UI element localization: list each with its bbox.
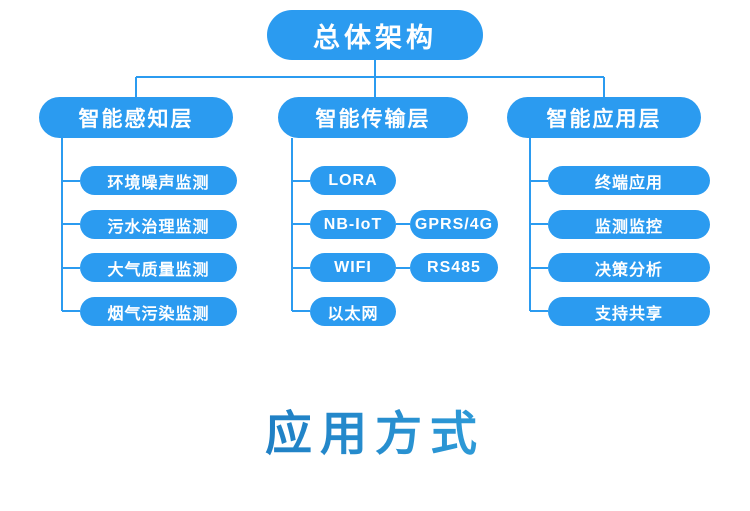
node-transmission-child-3[interactable]: WIFI bbox=[310, 253, 396, 282]
node-layer-application[interactable]: 智能应用层 bbox=[507, 97, 701, 138]
section-heading: 应用方式 bbox=[0, 404, 750, 464]
node-application-child-3[interactable]: 决策分析 bbox=[548, 253, 710, 282]
node-root[interactable]: 总体架构 bbox=[267, 10, 483, 60]
node-perception-child-2[interactable]: 污水治理监测 bbox=[80, 210, 237, 239]
node-transmission-child-2[interactable]: NB-IoT bbox=[310, 210, 396, 239]
node-transmission-sibling-gprs[interactable]: GPRS/4G bbox=[410, 210, 498, 239]
node-application-child-1[interactable]: 终端应用 bbox=[548, 166, 710, 195]
node-layer-transmission[interactable]: 智能传输层 bbox=[278, 97, 468, 138]
node-application-child-4[interactable]: 支持共享 bbox=[548, 297, 710, 326]
node-transmission-child-1[interactable]: LORA bbox=[310, 166, 396, 195]
node-perception-child-4[interactable]: 烟气污染监测 bbox=[80, 297, 237, 326]
node-transmission-child-4[interactable]: 以太网 bbox=[310, 297, 396, 326]
node-transmission-sibling-rs485[interactable]: RS485 bbox=[410, 253, 498, 282]
node-application-child-2[interactable]: 监测监控 bbox=[548, 210, 710, 239]
node-layer-perception[interactable]: 智能感知层 bbox=[39, 97, 233, 138]
node-perception-child-3[interactable]: 大气质量监测 bbox=[80, 253, 237, 282]
node-perception-child-1[interactable]: 环境噪声监测 bbox=[80, 166, 237, 195]
